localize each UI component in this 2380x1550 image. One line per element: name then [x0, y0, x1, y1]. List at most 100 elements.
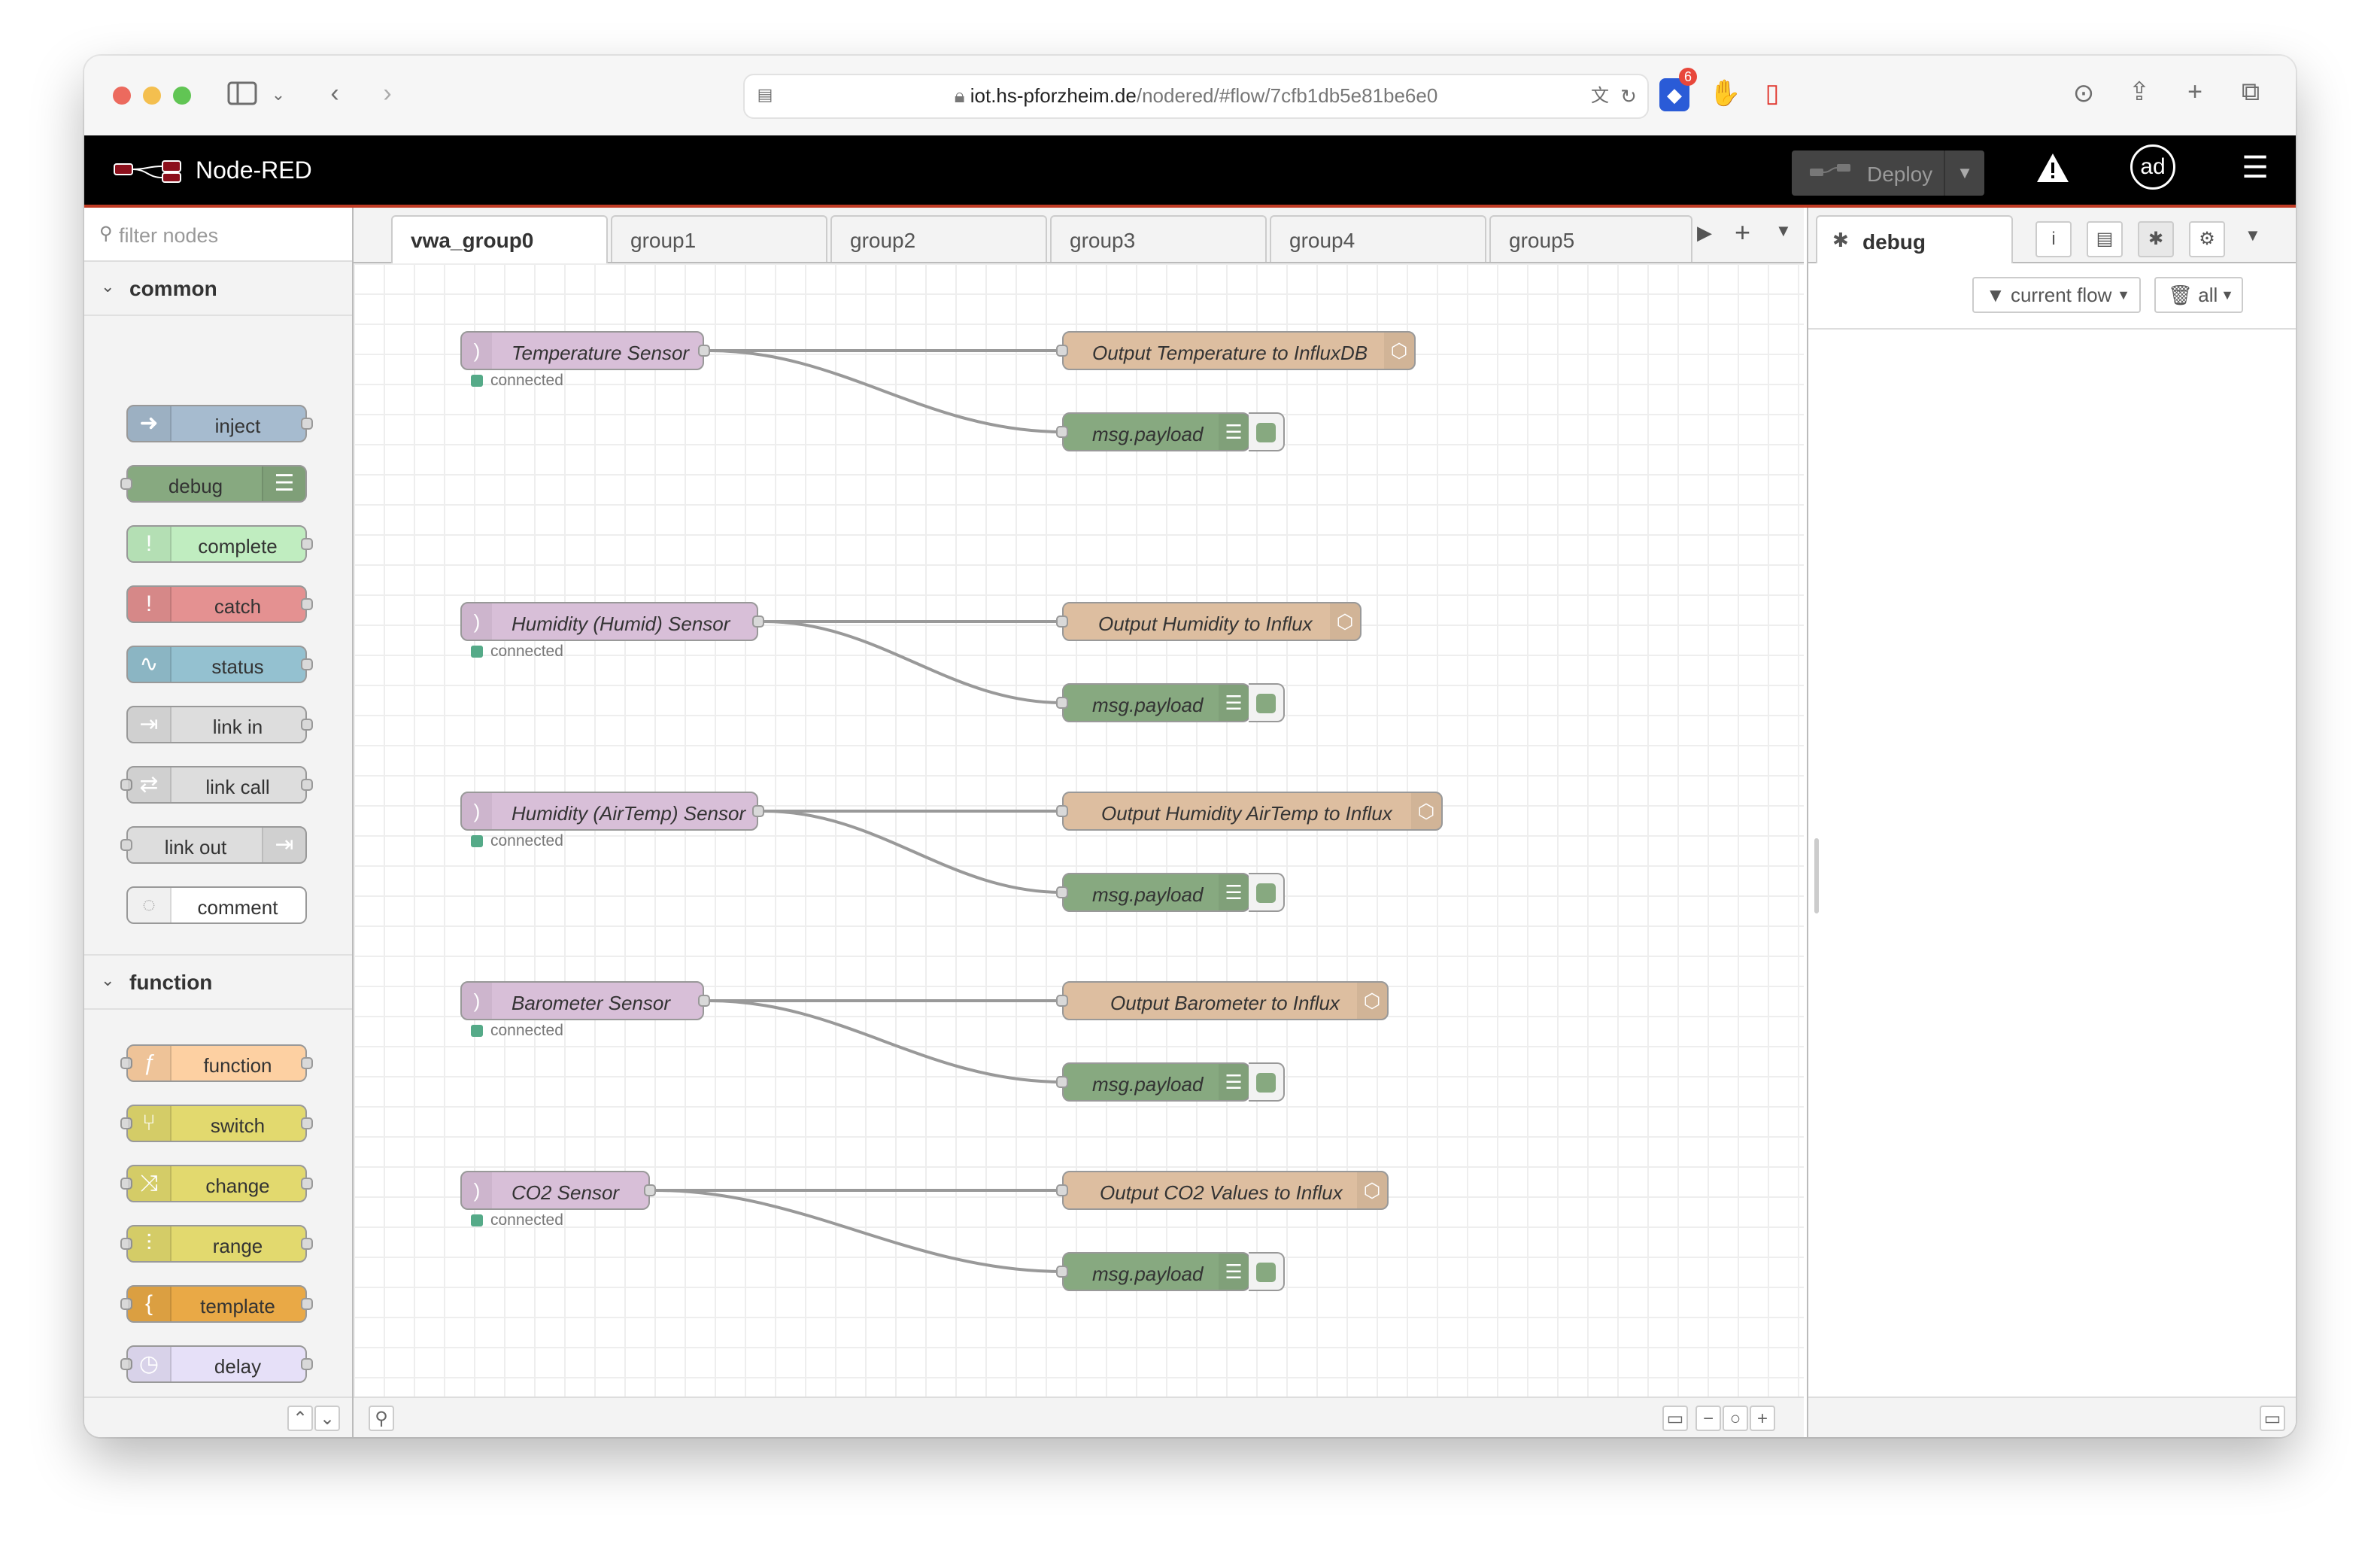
tab-group4[interactable]: group4	[1270, 215, 1486, 262]
tab-debug[interactable]: ✱ debug	[1816, 215, 2013, 263]
flow-list-caret-icon[interactable]: ▼	[1775, 221, 1792, 240]
output-port[interactable]	[644, 1184, 656, 1196]
debug-toggle[interactable]	[1249, 412, 1285, 451]
category-common-header[interactable]: ⌄ common	[84, 262, 352, 316]
input-port[interactable]	[1056, 615, 1068, 628]
debug-toggle[interactable]	[1249, 1252, 1285, 1291]
expand-all-icon[interactable]: ⌄	[314, 1406, 340, 1431]
palette-node-function[interactable]: ƒ function	[120, 1044, 313, 1082]
sensor-node[interactable]: ) Humidity (Humid) Sensor	[460, 602, 764, 641]
palette-node-link-out[interactable]: link out ⇥	[120, 826, 307, 864]
translate-icon[interactable]: 文	[1591, 86, 1609, 106]
sidebar-toggle-icon[interactable]	[226, 81, 259, 112]
pdf-extension-icon[interactable]: ▯	[1765, 79, 1780, 108]
main-menu-icon[interactable]: ☰	[2242, 151, 2269, 184]
zoom-in-icon[interactable]: +	[1750, 1406, 1775, 1431]
influx-output-node[interactable]: Output Temperature to InfluxDB ⬡	[1056, 331, 1416, 370]
reload-icon[interactable]: ↻	[1620, 85, 1637, 108]
category-function-header[interactable]: ⌄ function	[84, 954, 352, 1010]
sensor-node[interactable]: ) Barometer Sensor	[460, 981, 710, 1020]
scroll-tabs-right-icon[interactable]: ▶	[1697, 221, 1712, 244]
output-port[interactable]	[698, 995, 710, 1007]
address-bar[interactable]: ▤ 🔒︎ iot.hs-pforzheim.de/nodered/#flow/7…	[743, 74, 1649, 119]
bitwarden-extension-icon[interactable]: ◆	[1659, 78, 1689, 111]
input-port[interactable]	[1056, 1076, 1068, 1088]
input-port[interactable]	[1056, 995, 1068, 1007]
debug-filter-dropdown[interactable]: ▼ current flow ▼	[1972, 277, 2141, 313]
output-port[interactable]	[752, 805, 764, 817]
palette-node-catch[interactable]: ! catch	[126, 585, 313, 623]
forward-icon[interactable]: ›	[383, 79, 392, 108]
adblock-extension-icon[interactable]: ✋	[1709, 79, 1741, 108]
help-book-icon[interactable]: ▤	[2087, 221, 2123, 257]
chevron-down-icon[interactable]: ⌄	[271, 85, 286, 104]
share-icon[interactable]: ⇪	[2128, 78, 2151, 106]
influx-output-node[interactable]: Output Barometer to Influx ⬡	[1056, 981, 1389, 1020]
input-port[interactable]	[1056, 1184, 1068, 1196]
debug-node[interactable]: msg.payload ☰	[1056, 412, 1250, 451]
sensor-node[interactable]: ) Temperature Sensor	[460, 331, 710, 370]
info-icon[interactable]: i	[2035, 221, 2072, 257]
palette-node-comment[interactable]: ◌ comment	[126, 886, 307, 924]
zoom-window-button[interactable]	[173, 87, 191, 105]
palette-node-debug[interactable]: debug ☰	[120, 465, 307, 503]
palette-node-change[interactable]: ⤨ change	[120, 1165, 313, 1202]
input-port[interactable]	[1056, 426, 1068, 438]
collapse-all-icon[interactable]: ⌃	[287, 1406, 313, 1431]
palette-node-switch[interactable]: ⑂ switch	[120, 1105, 313, 1142]
tab-group1[interactable]: group1	[611, 215, 827, 262]
output-port[interactable]	[752, 615, 764, 628]
debug-bug-icon[interactable]: ✱	[2138, 221, 2174, 257]
deploy-menu-caret-icon[interactable]: ▼	[1944, 150, 1984, 196]
palette-node-inject[interactable]: ➜ inject	[126, 405, 313, 442]
add-flow-icon[interactable]: +	[1735, 217, 1751, 248]
input-port[interactable]	[1056, 805, 1068, 817]
input-port[interactable]	[1056, 697, 1068, 709]
clear-debug-dropdown[interactable]: 🗑︎ all ▼	[2154, 277, 2243, 313]
tab-group2[interactable]: group2	[830, 215, 1047, 262]
deploy-button[interactable]: Deploy ▼	[1792, 150, 1984, 196]
back-icon[interactable]: ‹	[330, 79, 339, 108]
palette-node-link-in[interactable]: ⇥ link in	[126, 706, 313, 743]
influx-output-node[interactable]: Output CO2 Values to Influx ⬡	[1056, 1171, 1389, 1210]
output-port[interactable]	[698, 345, 710, 357]
config-gear-icon[interactable]: ⚙	[2189, 221, 2225, 257]
debug-node[interactable]: msg.payload ☰	[1056, 1062, 1250, 1102]
downloads-icon[interactable]: ⊙	[2072, 79, 2095, 108]
input-port[interactable]	[1056, 886, 1068, 898]
influx-output-node[interactable]: Output Humidity AirTemp to Influx ⬡	[1056, 792, 1443, 831]
palette-node-complete[interactable]: ! complete	[126, 525, 313, 563]
warning-icon[interactable]	[2035, 152, 2070, 185]
flow-canvas[interactable]: ) Temperature Sensor connected Output Te…	[354, 263, 1804, 1397]
palette-node-delay[interactable]: ◷ delay	[120, 1345, 313, 1383]
debug-toggle[interactable]	[1249, 683, 1285, 722]
sensor-node[interactable]: ) Humidity (AirTemp) Sensor	[460, 792, 764, 831]
tab-vwa-group0[interactable]: vwa_group0	[391, 215, 608, 263]
debug-node[interactable]: msg.payload ☰	[1056, 873, 1250, 912]
minimize-window-button[interactable]	[143, 87, 161, 105]
palette-filter[interactable]: ⚲ filter nodes	[84, 208, 352, 262]
new-tab-icon[interactable]: +	[2187, 78, 2202, 106]
palette-node-range[interactable]: ⫶ range	[120, 1225, 313, 1263]
palette-node-template[interactable]: { template	[120, 1285, 313, 1323]
zoom-out-icon[interactable]: −	[1695, 1406, 1721, 1431]
tab-group5[interactable]: group5	[1489, 215, 1692, 262]
influx-output-node[interactable]: Output Humidity to Influx ⬡	[1056, 602, 1362, 641]
tab-overview-icon[interactable]: ⧉	[2241, 78, 2260, 106]
sensor-node[interactable]: ) CO2 Sensor	[460, 1171, 656, 1210]
debug-toggle[interactable]	[1249, 1062, 1285, 1102]
palette-node-link-call[interactable]: ⇄ link call	[120, 766, 313, 804]
debug-node[interactable]: msg.payload ☰	[1056, 1252, 1250, 1291]
zoom-reset-icon[interactable]: ○	[1723, 1406, 1748, 1431]
sidebar-menu-caret-icon[interactable]: ▼	[2245, 226, 2261, 245]
debug-toggle[interactable]	[1249, 873, 1285, 912]
tab-group3[interactable]: group3	[1050, 215, 1267, 262]
sidebar-resize-handle[interactable]	[1814, 838, 1819, 913]
navigator-map-icon[interactable]: ▭	[1662, 1406, 1688, 1431]
input-port[interactable]	[1056, 1266, 1068, 1278]
filter-nodes-input[interactable]: filter nodes	[119, 224, 219, 247]
search-flows-icon[interactable]: ⚲	[369, 1406, 394, 1431]
debug-node[interactable]: msg.payload ☰	[1056, 683, 1250, 722]
input-port[interactable]	[1056, 345, 1068, 357]
open-debug-window-icon[interactable]: ▭	[2260, 1406, 2285, 1431]
